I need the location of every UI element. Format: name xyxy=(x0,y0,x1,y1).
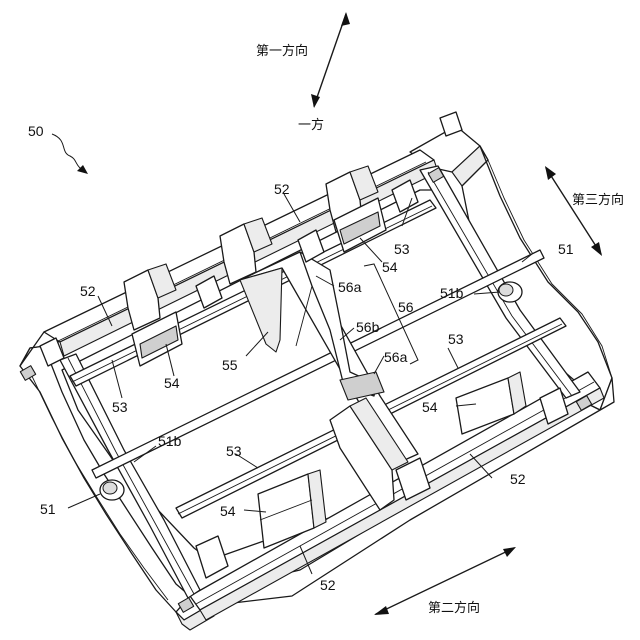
pin-right xyxy=(498,282,522,302)
label-54-left: 54 xyxy=(164,375,180,391)
label-52-top: 52 xyxy=(274,181,290,197)
label-53-bottom: 53 xyxy=(226,443,242,459)
one-side-label: 一方 xyxy=(298,117,324,133)
third-direction-label: 第三方向 xyxy=(572,192,624,208)
label-53-right-middle: 53 xyxy=(448,331,464,347)
label-54-upper: 54 xyxy=(382,259,398,275)
label-52-right: 52 xyxy=(510,471,526,487)
first-direction-arrow xyxy=(311,12,350,108)
label-56: 56 xyxy=(398,299,414,315)
label-53-upper-right: 53 xyxy=(394,241,410,257)
label-52-bottom: 52 xyxy=(320,577,336,593)
label-56a-lower: 56a xyxy=(384,349,408,365)
pin-left xyxy=(100,480,124,500)
label-54-bottom: 54 xyxy=(220,503,236,519)
label-51-right: 51 xyxy=(558,241,574,257)
figure-number-label: 50 xyxy=(28,123,44,139)
second-direction-label: 第二方向 xyxy=(428,600,480,616)
label-54-right: 54 xyxy=(422,399,438,415)
first-direction-label: 第一方向 xyxy=(256,43,308,59)
figure-ref-arrow xyxy=(52,134,88,174)
label-55: 55 xyxy=(222,357,238,373)
label-52-left: 52 xyxy=(80,283,96,299)
label-51b-left: 51b xyxy=(158,433,182,449)
label-53-left: 53 xyxy=(112,399,128,415)
label-51-left: 51 xyxy=(40,501,56,517)
label-56a-upper: 56a xyxy=(338,279,362,295)
label-51b-right: 51b xyxy=(440,285,464,301)
label-56b: 56b xyxy=(356,319,380,335)
